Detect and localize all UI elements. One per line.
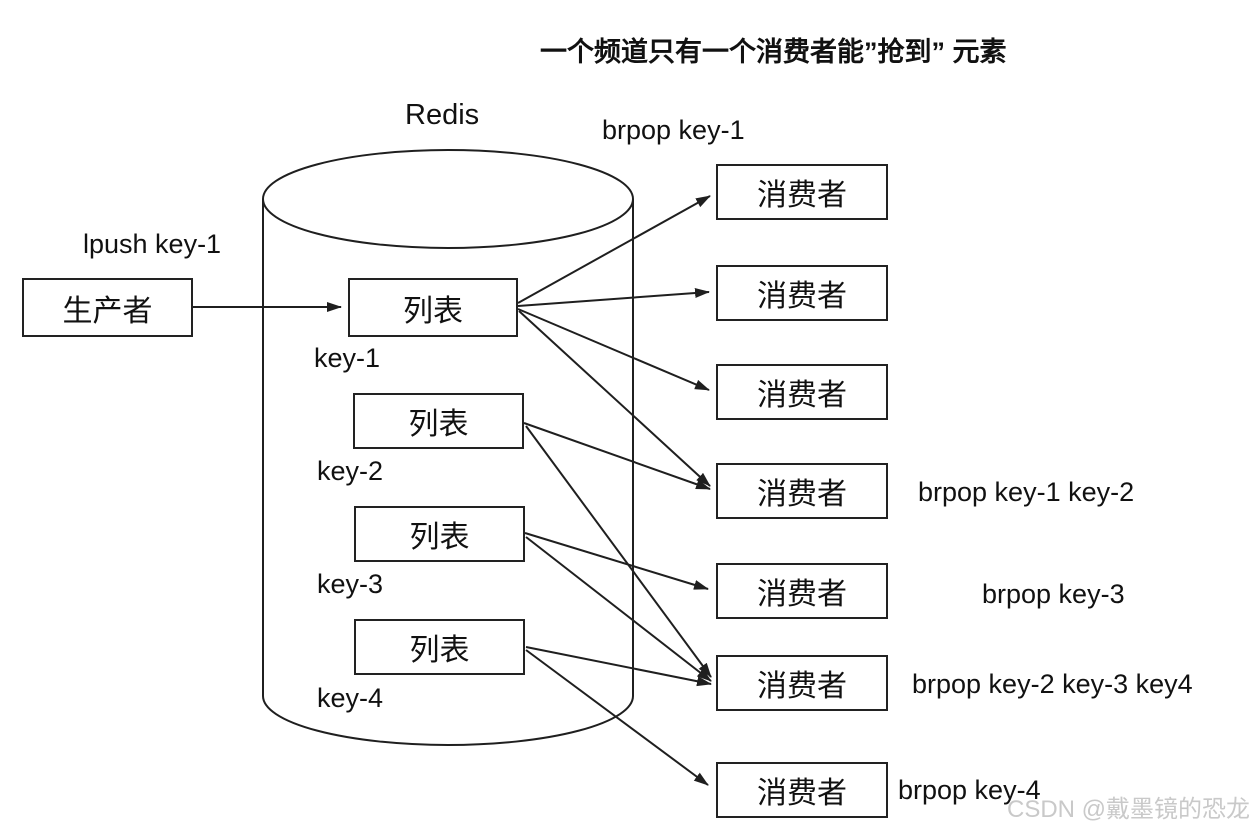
- list-label: 列表: [403, 294, 463, 328]
- key-2-label: key-2: [317, 456, 384, 486]
- redis-label: Redis: [405, 99, 480, 131]
- producer-label: 生产者: [62, 294, 153, 328]
- consumer-box-4: 消费者: [716, 463, 888, 519]
- consumer-label: 消费者: [757, 670, 847, 703]
- arrow-key2-to-consumer4: [523, 422, 711, 490]
- arrow-key1-to-consumer3: [517, 308, 710, 391]
- arrow-key3-to-consumer6: [525, 536, 712, 682]
- arrow-key1-to-consumer4: [518, 310, 711, 487]
- arrow-key3-to-consumer5: [524, 532, 709, 590]
- consumer-box-7: 消费者: [716, 762, 888, 818]
- csdn-watermark: CSDN @戴墨镜的恐龙: [1007, 796, 1250, 823]
- consumer-box-2: 消费者: [716, 265, 888, 321]
- consumer-label: 消费者: [757, 280, 847, 313]
- consumer-box-3: 消费者: [716, 364, 888, 420]
- arrow-key1-to-consumer2: [517, 288, 710, 307]
- producer-box: 生产者: [22, 278, 193, 337]
- list-box-key-3: 列表: [354, 506, 525, 562]
- consumer-box-6: 消费者: [716, 655, 888, 711]
- key-3-label: key-3: [317, 569, 384, 599]
- list-label: 列表: [409, 634, 470, 667]
- brpop-key3-label: brpop key-3: [982, 579, 1125, 609]
- redis-cylinder: [262, 149, 634, 746]
- list-box-key-1: 列表: [348, 278, 518, 337]
- key-4-label: key-4: [317, 683, 384, 713]
- brpop-key1-key2-label: brpop key-1 key-2: [918, 477, 1135, 507]
- consumer-box-5: 消费者: [716, 563, 888, 619]
- list-label: 列表: [408, 408, 469, 441]
- list-box-key-2: 列表: [353, 393, 524, 449]
- list-label: 列表: [409, 521, 470, 554]
- arrow-key4-to-consumer7: [525, 649, 709, 786]
- list-box-key-4: 列表: [354, 619, 525, 675]
- consumer-label: 消费者: [757, 478, 847, 511]
- lpush-key1-label: lpush key-1: [83, 229, 222, 259]
- consumer-label: 消费者: [757, 379, 847, 412]
- brpop-key1-label: brpop key-1: [602, 115, 745, 145]
- consumer-label: 消费者: [757, 578, 847, 611]
- consumer-box-1: 消费者: [716, 164, 888, 220]
- consumer-label: 消费者: [757, 777, 847, 810]
- arrow-key1-to-consumer1: [517, 195, 711, 304]
- cylinder-bottom-arc: [262, 695, 634, 746]
- arrow-key2-to-consumer6: [525, 425, 712, 678]
- arrow-key4-to-consumer6: [525, 646, 712, 687]
- consumer-label: 消费者: [757, 179, 847, 212]
- key-1-label: key-1: [314, 343, 381, 373]
- brpop-key4-label: brpop key-4: [898, 775, 1041, 805]
- brpop-key2-key3-key4-label: brpop key-2 key-3 key4: [912, 669, 1193, 699]
- arrows: [193, 195, 712, 786]
- diagram-title: 一个频道只有一个消费者能”抢到” 元素: [540, 37, 1007, 67]
- cylinder-top-ellipse: [262, 149, 634, 249]
